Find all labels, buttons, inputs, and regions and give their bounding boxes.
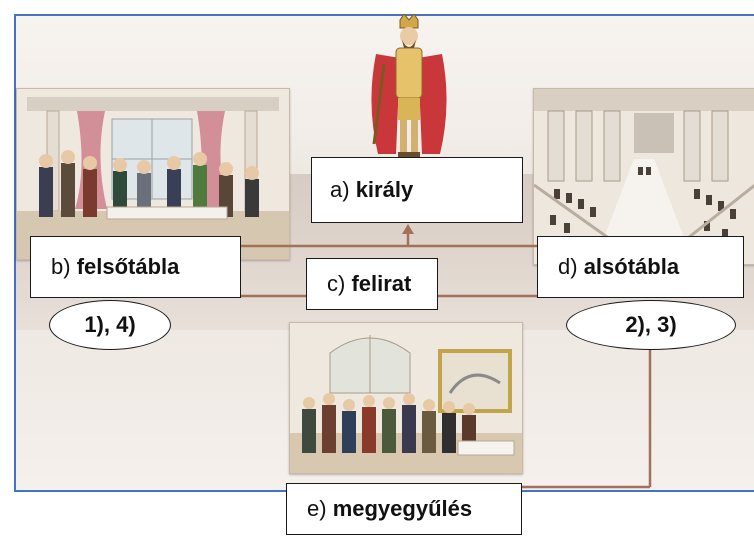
label-lower-house: d) alsótábla xyxy=(537,236,744,298)
upper-house-picture xyxy=(16,88,290,260)
answer-lower-house-text: 2), 3) xyxy=(625,312,677,337)
label-lower-house-name: alsótábla xyxy=(583,254,680,279)
label-upper-house-name: felsőtábla xyxy=(76,254,180,279)
label-king-name: király xyxy=(355,177,414,202)
label-county-assembly-prefix: e) xyxy=(307,496,327,521)
arrow-up-icon xyxy=(402,224,414,234)
king-picture xyxy=(356,14,462,160)
label-lower-house-prefix: d) xyxy=(558,254,578,279)
label-county-assembly: e) megyegyűlés xyxy=(286,483,522,535)
county-assembly-illustration-icon xyxy=(290,323,522,473)
label-petition-name: felirat xyxy=(351,271,412,296)
answer-upper-house-text: 1), 4) xyxy=(84,312,136,337)
label-petition: c) felirat xyxy=(306,258,438,310)
king-illustration-icon xyxy=(371,14,447,158)
upper-house-illustration-icon xyxy=(17,89,289,259)
county-assembly-picture xyxy=(289,322,523,474)
label-king: a) király xyxy=(311,157,523,223)
label-county-assembly-name: megyegyűlés xyxy=(332,496,473,521)
label-petition-prefix: c) xyxy=(327,271,346,296)
label-upper-house-prefix: b) xyxy=(51,254,71,279)
answer-oval-lower-house: 2), 3) xyxy=(566,300,736,350)
label-king-prefix: a) xyxy=(330,177,350,202)
answer-oval-upper-house: 1), 4) xyxy=(49,300,171,350)
label-upper-house: b) felsőtábla xyxy=(30,236,241,298)
